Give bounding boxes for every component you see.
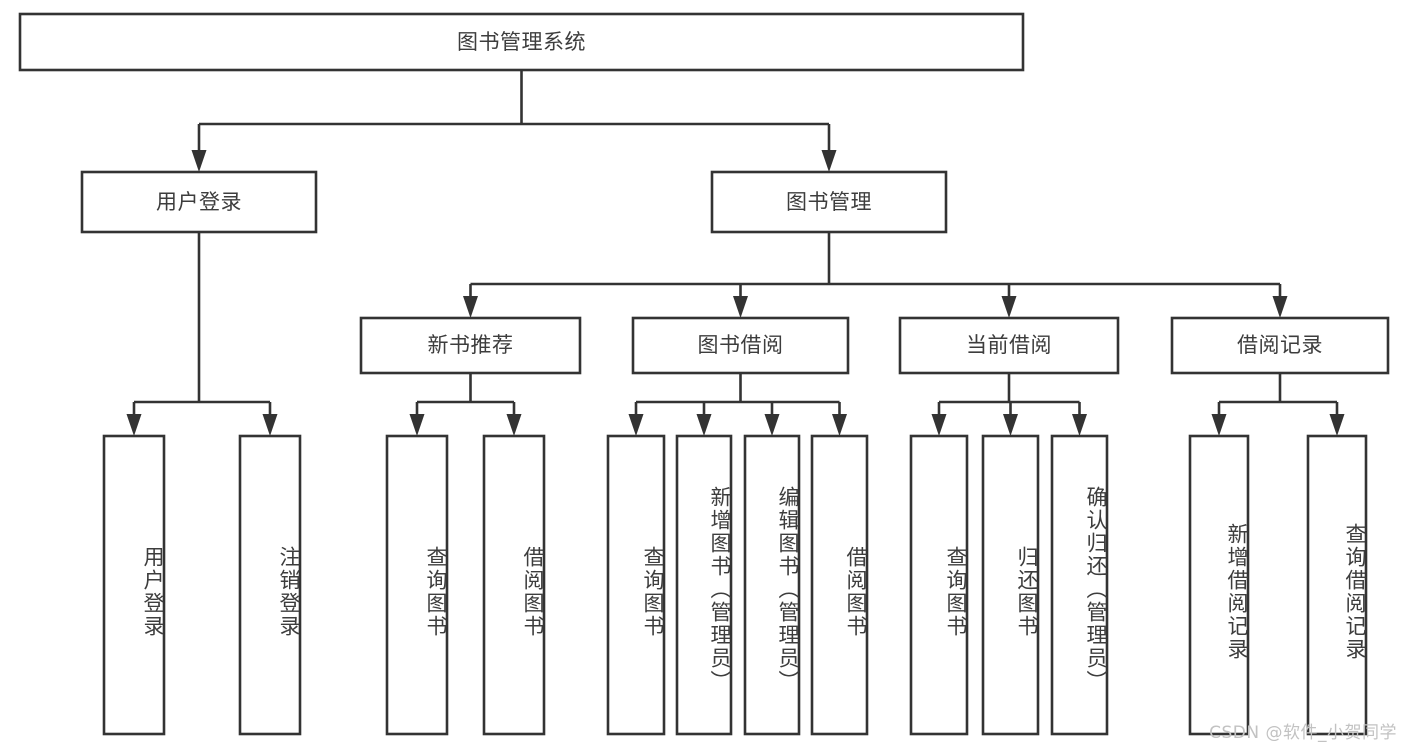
node-box-new-book-rec: [359, 316, 582, 375]
node-box-current-borrow: [898, 316, 1120, 375]
node-box-leaf-confirm-return: [1050, 434, 1109, 736]
csdn-watermark: CSDN @软件_小贺同学: [1209, 723, 1397, 743]
node-box-leaf-query-book-current: [909, 434, 969, 736]
node-box-leaf-borrow-book: [810, 434, 869, 736]
node-box-leaf-query-book-rec: [385, 434, 449, 736]
node-box-user-login: [80, 170, 318, 234]
node-box-book-borrow: [631, 316, 850, 375]
node-box-leaf-user-login: [102, 434, 166, 736]
node-box-leaf-edit-book: [743, 434, 801, 736]
node-box-leaf-add-book: [675, 434, 733, 736]
node-box-leaf-query-book-borrow: [606, 434, 666, 736]
node-box-borrow-record: [1170, 316, 1390, 375]
node-box-leaf-borrow-book-rec: [482, 434, 546, 736]
node-box-leaf-query-record: [1306, 434, 1368, 736]
node-box-leaf-return-book: [981, 434, 1040, 736]
node-box-root: [18, 12, 1025, 72]
node-box-leaf-logout: [238, 434, 302, 736]
node-box-book-manage: [710, 170, 948, 234]
node-box-leaf-add-record: [1188, 434, 1250, 736]
